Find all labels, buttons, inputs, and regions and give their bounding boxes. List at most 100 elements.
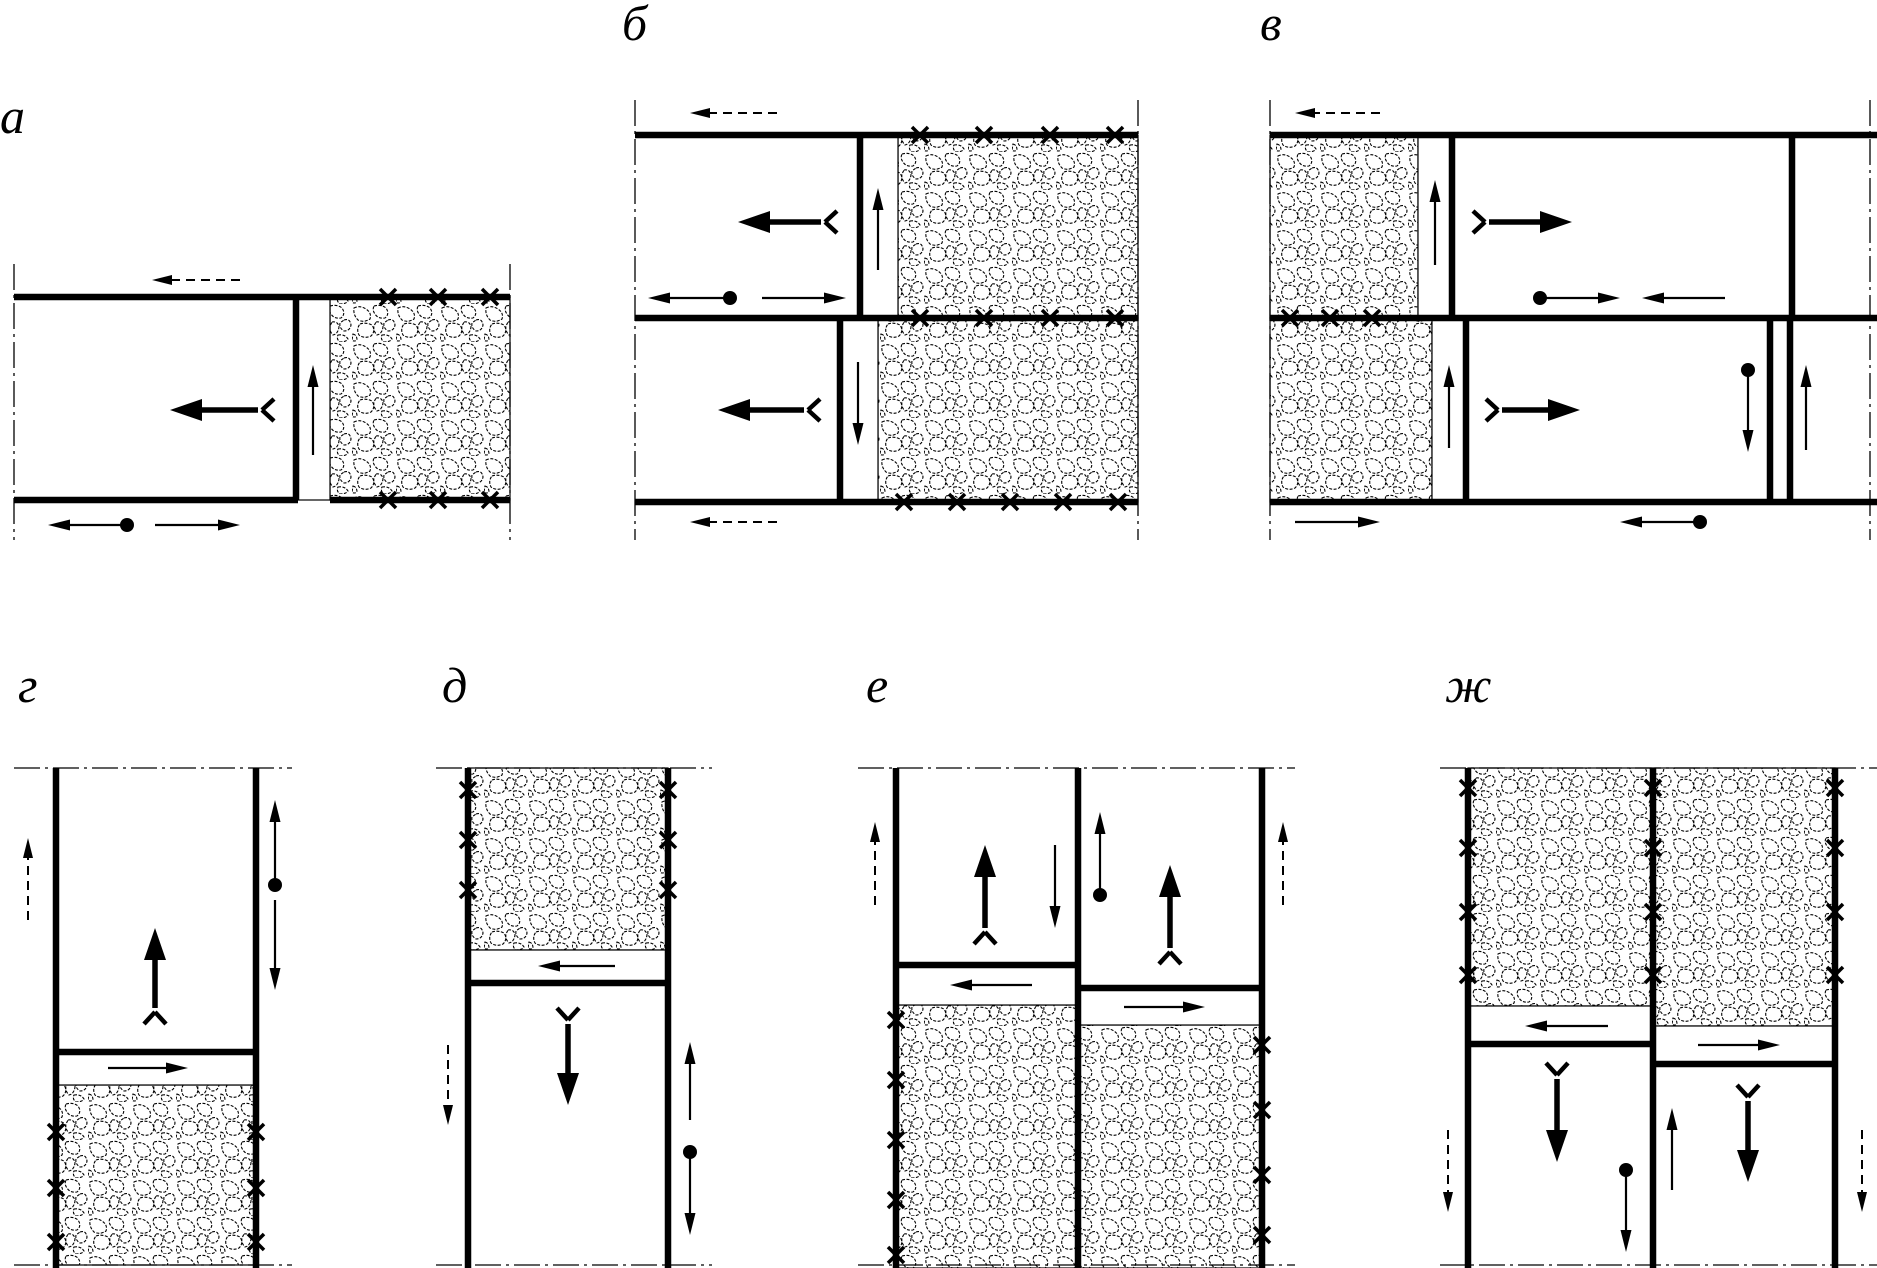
- dashed-arrow-icon: [23, 838, 33, 920]
- arrow-tail: [823, 209, 839, 224]
- scheme-g: [14, 767, 292, 1268]
- cross-stroke: [1000, 492, 1020, 512]
- cross-icon: [1040, 125, 1060, 145]
- arrow-tail: [260, 408, 276, 423]
- thin-arrow-icon: [872, 188, 884, 270]
- cross-stroke: [910, 308, 930, 328]
- thin-arrow-icon: [1525, 1020, 1608, 1032]
- rubble-fill: [1269, 317, 1433, 503]
- cross-stroke: [1252, 1100, 1272, 1120]
- dot-arrow-icon: [48, 518, 134, 532]
- thin-arrow-icon: [852, 362, 864, 445]
- cross-icon: [894, 492, 914, 512]
- cross-stroke: [658, 780, 678, 800]
- dashed-arrow-icon: [870, 822, 880, 905]
- cross-icon: [1825, 838, 1845, 858]
- cross-icon: [1643, 902, 1663, 922]
- cross-stroke: [974, 125, 994, 145]
- arrow-tail: [1168, 950, 1183, 966]
- cross-stroke: [886, 1010, 906, 1030]
- arrow-tail: [1544, 1061, 1559, 1077]
- cross-icon: [947, 492, 967, 512]
- arrow-head: [1183, 1001, 1205, 1013]
- cross-icon: [428, 490, 448, 510]
- arrow-head: [538, 960, 560, 972]
- cross-icon: [886, 1190, 906, 1210]
- cross-stroke: [246, 1122, 266, 1142]
- cross-icon: [910, 308, 930, 328]
- cross-icon: [1643, 838, 1663, 858]
- cross-icon: [1825, 778, 1845, 798]
- label-d: д: [442, 657, 467, 713]
- cross-stroke: [1458, 965, 1478, 985]
- cross-stroke: [46, 1178, 66, 1198]
- thin-arrow-icon: [1642, 292, 1725, 304]
- arrow-head: [1642, 292, 1664, 304]
- thin-arrow-icon: [1666, 1108, 1678, 1190]
- cross-icon: [1280, 308, 1300, 328]
- cross-stroke: [1040, 125, 1060, 145]
- arrow-head: [684, 1213, 696, 1235]
- arrow-head: [690, 108, 710, 118]
- cross-icon: [886, 1245, 906, 1265]
- scheme-d: [436, 767, 712, 1268]
- arrow-head: [690, 517, 710, 527]
- rubble-fill: [897, 134, 1139, 319]
- scheme-v: [1269, 100, 1877, 540]
- rubble-fill: [1467, 767, 1652, 1007]
- cross-icon: [378, 490, 398, 510]
- cross-icon: [1362, 308, 1382, 328]
- dot-arrow-icon: [1741, 363, 1755, 452]
- cross-stroke: [246, 1232, 266, 1252]
- cross-icon: [658, 880, 678, 900]
- bold-arrow-icon: [555, 1006, 581, 1105]
- cross-icon: [1053, 492, 1073, 512]
- cross-stroke: [1643, 902, 1663, 922]
- cross-stroke: [1643, 778, 1663, 798]
- cross-icon: [428, 287, 448, 307]
- cross-icon: [910, 125, 930, 145]
- arrow-head: [1295, 108, 1315, 118]
- cross-icon: [1252, 1100, 1272, 1120]
- dot-arrow-icon: [1093, 812, 1107, 902]
- bold-arrow-icon: [718, 397, 822, 423]
- cross-icon: [974, 125, 994, 145]
- arrow-head: [48, 519, 70, 531]
- cross-stroke: [1105, 125, 1125, 145]
- rubble-fill: [329, 296, 511, 501]
- arrow-tail: [1555, 1061, 1570, 1077]
- arrow-head: [1800, 365, 1812, 387]
- label-zh: ж: [1445, 657, 1492, 713]
- cross-stroke: [458, 780, 478, 800]
- arrow-head: [23, 838, 33, 858]
- cross-icon: [480, 490, 500, 510]
- cross-icon: [1320, 308, 1340, 328]
- dashed-arrow-icon: [1857, 1130, 1867, 1212]
- label-b: б: [622, 0, 649, 51]
- label-g: г: [18, 657, 38, 713]
- arrow-head: [1620, 1230, 1632, 1252]
- arrow-head: [824, 292, 846, 304]
- cross-stroke: [1108, 492, 1128, 512]
- cross-stroke: [1825, 902, 1845, 922]
- arrow-tail: [1484, 408, 1500, 423]
- arrow-head: [1742, 430, 1754, 452]
- cross-stroke: [1362, 308, 1382, 328]
- arrow-head: [1737, 1150, 1759, 1182]
- cross-stroke: [886, 1245, 906, 1265]
- label-a: а: [0, 88, 25, 144]
- cross-icon: [1458, 965, 1478, 985]
- arrow-head: [1758, 1039, 1780, 1051]
- arrow-tail: [566, 1006, 581, 1022]
- bold-arrow-icon: [1471, 209, 1572, 235]
- bold-arrow-icon: [170, 397, 276, 423]
- cross-icon: [886, 1010, 906, 1030]
- arrow-tail: [806, 408, 822, 423]
- arrow-head: [307, 365, 319, 387]
- cross-icon: [1105, 308, 1125, 328]
- bold-arrow-icon: [972, 845, 998, 946]
- arrow-head: [1525, 1020, 1547, 1032]
- rubble-fill: [1079, 1024, 1263, 1268]
- arrow-tail: [1157, 950, 1172, 966]
